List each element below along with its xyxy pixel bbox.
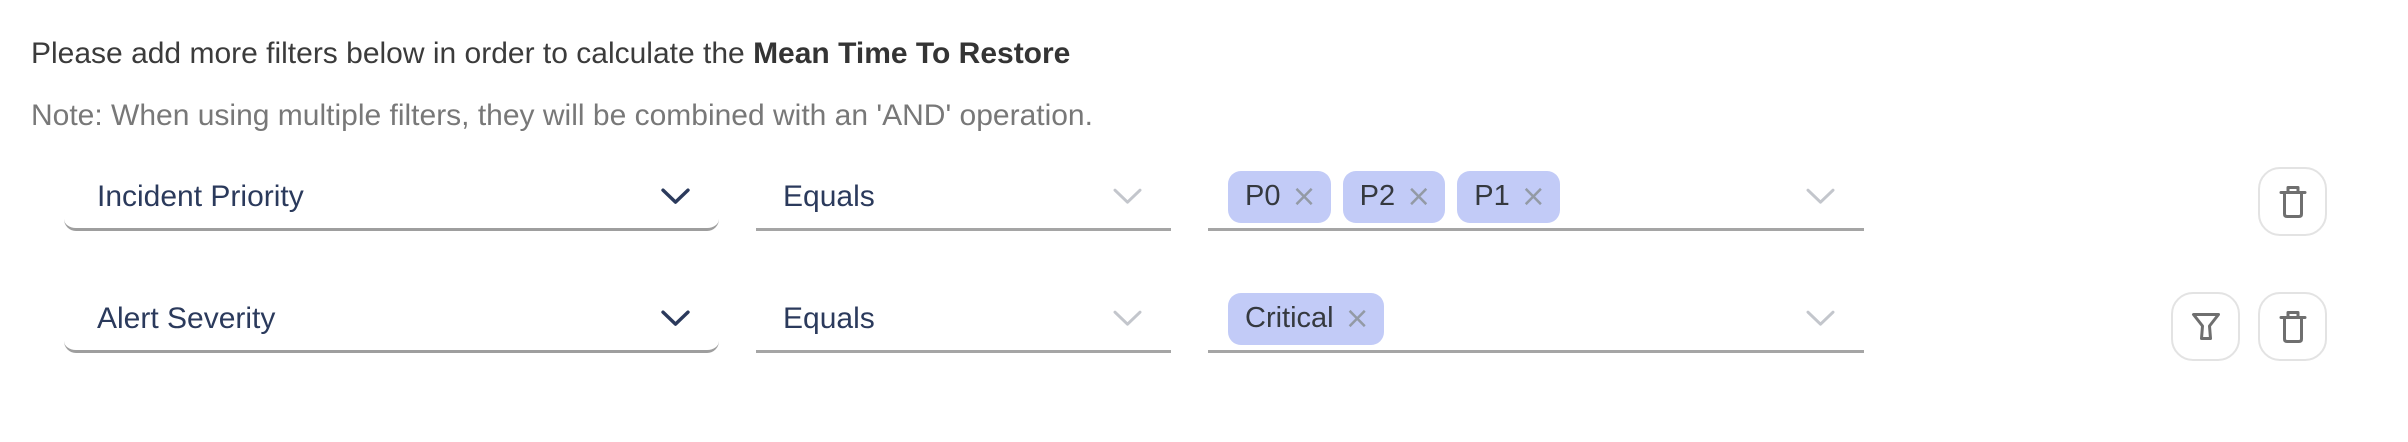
tag-remove-icon[interactable]: ×: [1406, 178, 1432, 214]
tag-remove-icon[interactable]: ×: [1344, 300, 1370, 336]
title-intro-text: Please add more filters below in order t…: [31, 37, 754, 70]
page-title: Please add more filters below in order t…: [31, 36, 1070, 72]
value-tag: P2 ×: [1342, 170, 1446, 223]
tag-remove-icon[interactable]: ×: [1520, 178, 1546, 214]
field-select-row2[interactable]: Alert Severity: [64, 287, 719, 353]
trash-icon: [2276, 183, 2310, 221]
operator-select-value: Equals: [783, 179, 875, 213]
value-tag-label: Critical: [1245, 302, 1334, 334]
value-tag: Critical ×: [1228, 292, 1384, 345]
delete-filter-button[interactable]: [2258, 292, 2327, 361]
field-select-value: Alert Severity: [97, 301, 276, 335]
field-select-row1[interactable]: Incident Priority: [64, 165, 719, 231]
value-tag-label: P2: [1359, 180, 1396, 212]
operator-select-value: Equals: [783, 301, 875, 335]
chevron-down-icon: [661, 187, 690, 205]
chevron-down-icon: [1806, 188, 1835, 205]
value-tag-label: P0: [1245, 180, 1281, 212]
trash-icon: [2276, 308, 2310, 346]
filters-note: Note: When using multiple filters, they …: [31, 99, 1093, 132]
filter-button[interactable]: [2171, 292, 2240, 361]
selected-values: P0 × P2 × P1 ×: [1208, 170, 1560, 223]
tag-remove-icon[interactable]: ×: [1291, 178, 1317, 214]
delete-filter-button[interactable]: [2258, 167, 2327, 236]
value-tag: P1 ×: [1457, 170, 1560, 223]
chevron-down-icon: [1806, 310, 1835, 327]
metric-name: Mean Time To Restore: [753, 37, 1071, 70]
filter-icon: [2189, 310, 2223, 344]
values-multiselect-row1[interactable]: P0 × P2 × P1 ×: [1208, 165, 1864, 231]
operator-select-row2[interactable]: Equals: [756, 287, 1171, 353]
chevron-down-icon: [661, 309, 690, 327]
chevron-down-icon: [1113, 310, 1142, 327]
value-tag: P0 ×: [1228, 170, 1331, 223]
selected-values: Critical ×: [1208, 292, 1384, 345]
values-multiselect-row2[interactable]: Critical ×: [1208, 287, 1864, 353]
chevron-down-icon: [1113, 188, 1142, 205]
operator-select-row1[interactable]: Equals: [756, 165, 1171, 231]
value-tag-label: P1: [1474, 180, 1510, 212]
field-select-value: Incident Priority: [97, 179, 304, 213]
